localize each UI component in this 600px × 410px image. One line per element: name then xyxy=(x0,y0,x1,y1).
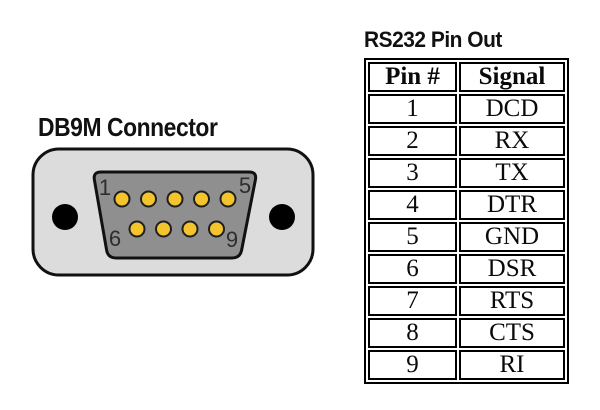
signal-cell: TX xyxy=(459,158,565,188)
pin-9-icon xyxy=(208,220,225,238)
table-row: 6 DSR xyxy=(368,254,565,284)
screw-hole-right-icon xyxy=(269,204,295,230)
signal-cell: DSR xyxy=(459,254,565,284)
header-row: Pin # Signal xyxy=(368,62,565,92)
signal-cell: RTS xyxy=(459,286,565,316)
signal-cell: RI xyxy=(459,350,565,380)
table-row: 1 DCD xyxy=(368,94,565,124)
pin-number-cell: 1 xyxy=(368,94,457,124)
pin-number-cell: 6 xyxy=(368,254,457,284)
pin-3-icon xyxy=(166,190,184,208)
pin-number-cell: 3 xyxy=(368,158,457,188)
pinout-title: RS232 Pin Out xyxy=(364,27,502,52)
db9-connector-graphic: 1 5 6 9 xyxy=(31,147,315,277)
table-row: 7 RTS xyxy=(368,286,565,316)
pin-label-9: 9 xyxy=(226,227,238,252)
pin-number-cell: 7 xyxy=(368,286,457,316)
connector-title: DB9M Connector xyxy=(38,112,218,142)
pin-7-icon xyxy=(155,220,172,238)
pin-number-cell: 2 xyxy=(368,126,457,156)
signal-cell: RX xyxy=(459,126,565,156)
pin-number-cell: 5 xyxy=(368,222,457,252)
pin-label-5: 5 xyxy=(239,173,251,198)
table-row: 8 CTS xyxy=(368,318,565,348)
pin-1-icon xyxy=(113,190,131,208)
pin-label-1: 1 xyxy=(99,175,111,200)
pin-number-header: Pin # xyxy=(368,62,457,92)
signal-cell: DCD xyxy=(459,94,565,124)
signal-header: Signal xyxy=(459,62,565,92)
pin-group xyxy=(113,190,237,238)
signal-cell: DTR xyxy=(459,190,565,220)
pin-label-6: 6 xyxy=(109,226,121,251)
pin-number-cell: 9 xyxy=(368,350,457,380)
table-row: 4 DTR xyxy=(368,190,565,220)
pin-number-cell: 8 xyxy=(368,318,457,348)
pin-6-icon xyxy=(128,220,146,238)
signal-cell: CTS xyxy=(459,318,565,348)
pin-2-icon xyxy=(140,190,157,208)
pin-5-icon xyxy=(219,190,237,208)
table-row: 2 RX xyxy=(368,126,565,156)
pin-4-icon xyxy=(193,190,210,208)
screw-hole-left-icon xyxy=(52,204,78,230)
table-row: 3 TX xyxy=(368,158,565,188)
signal-cell: GND xyxy=(459,222,565,252)
pinout-table: Pin # Signal 1 DCD 2 RX 3 TX 4 DTR 5 xyxy=(364,58,569,384)
pin-number-cell: 4 xyxy=(368,190,457,220)
table-row: 9 RI xyxy=(368,350,565,380)
pin-8-icon xyxy=(181,220,199,238)
table-row: 5 GND xyxy=(368,222,565,252)
